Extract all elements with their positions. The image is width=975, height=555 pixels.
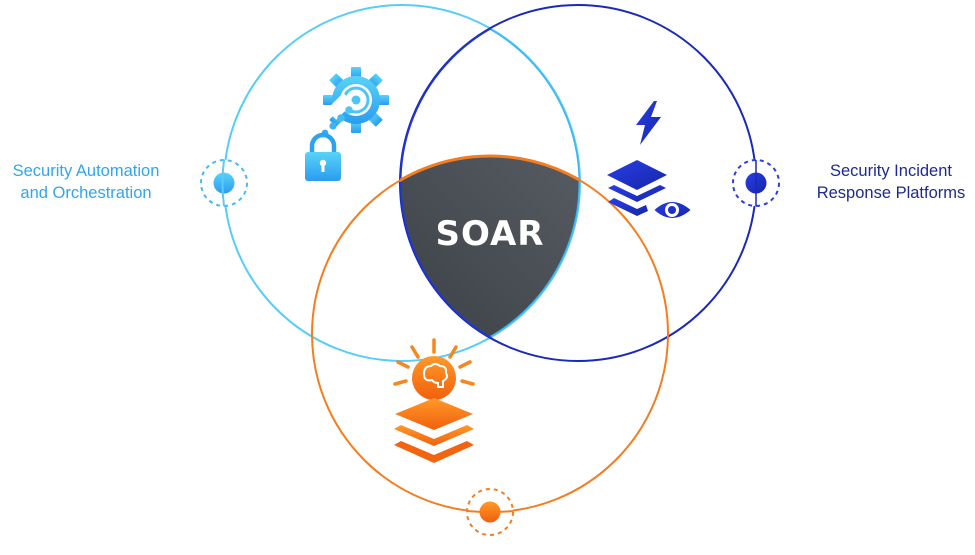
node-incident-response [732, 159, 780, 207]
lightning-layers-eye-icon [607, 101, 694, 220]
label-incident-response-line2: Response Platforms [816, 184, 966, 202]
soar-center-label: SOAR [435, 214, 545, 254]
gear-lock-icon [305, 67, 389, 181]
brain-bulb-layers-icon [393, 338, 475, 463]
soar-center-region [400, 156, 580, 361]
label-security-automation-line1: Security Automation [12, 162, 160, 180]
label-incident-response-line1: Security Incident [830, 162, 952, 180]
label-security-automation: Security Automation and Orchestration [0, 160, 172, 204]
label-security-automation-line2: and Orchestration [20, 184, 152, 202]
label-incident-response: Security Incident Response Platforms [806, 160, 975, 204]
